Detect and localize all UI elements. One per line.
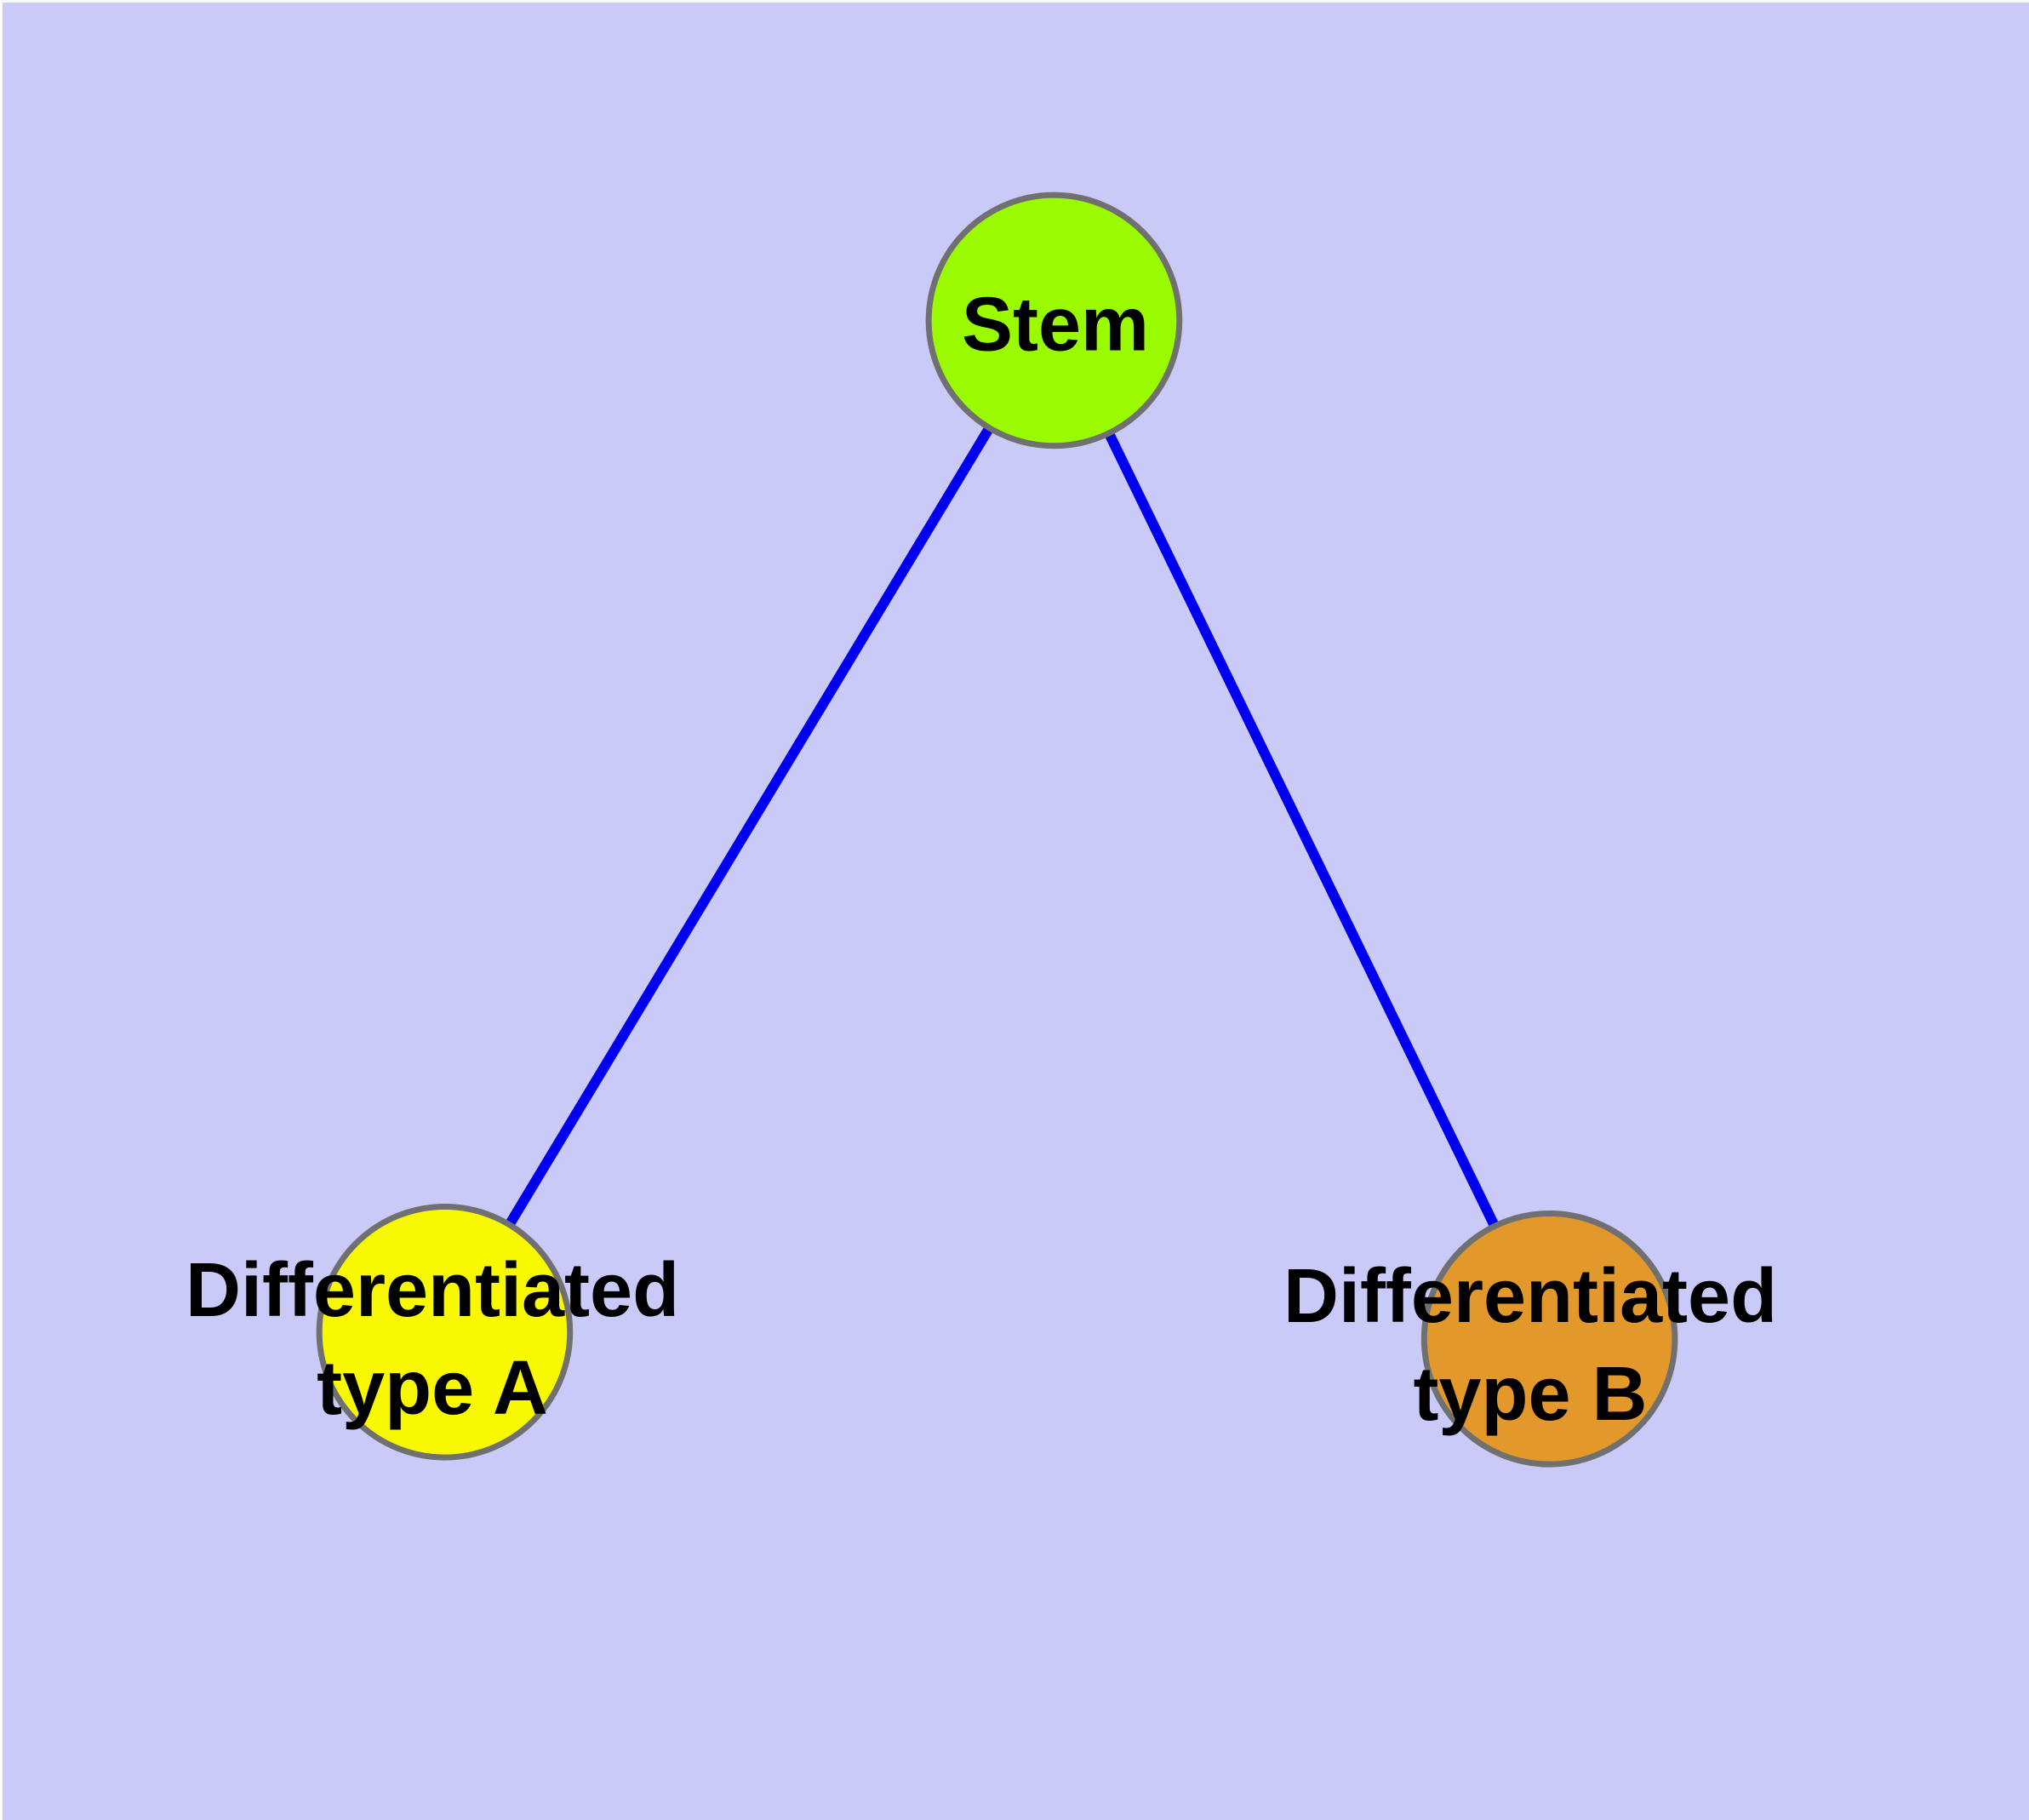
node-circle-differentiated-type-b <box>1420 1210 1678 1468</box>
graph-svg <box>316 192 1678 1468</box>
edge-stem-to-differentiated-type-b <box>1049 318 1555 1342</box>
node-circle-stem <box>925 192 1183 449</box>
edge-stem-to-differentiated-type-a <box>440 318 1059 1335</box>
node-circle-differentiated-type-a <box>316 1204 574 1461</box>
